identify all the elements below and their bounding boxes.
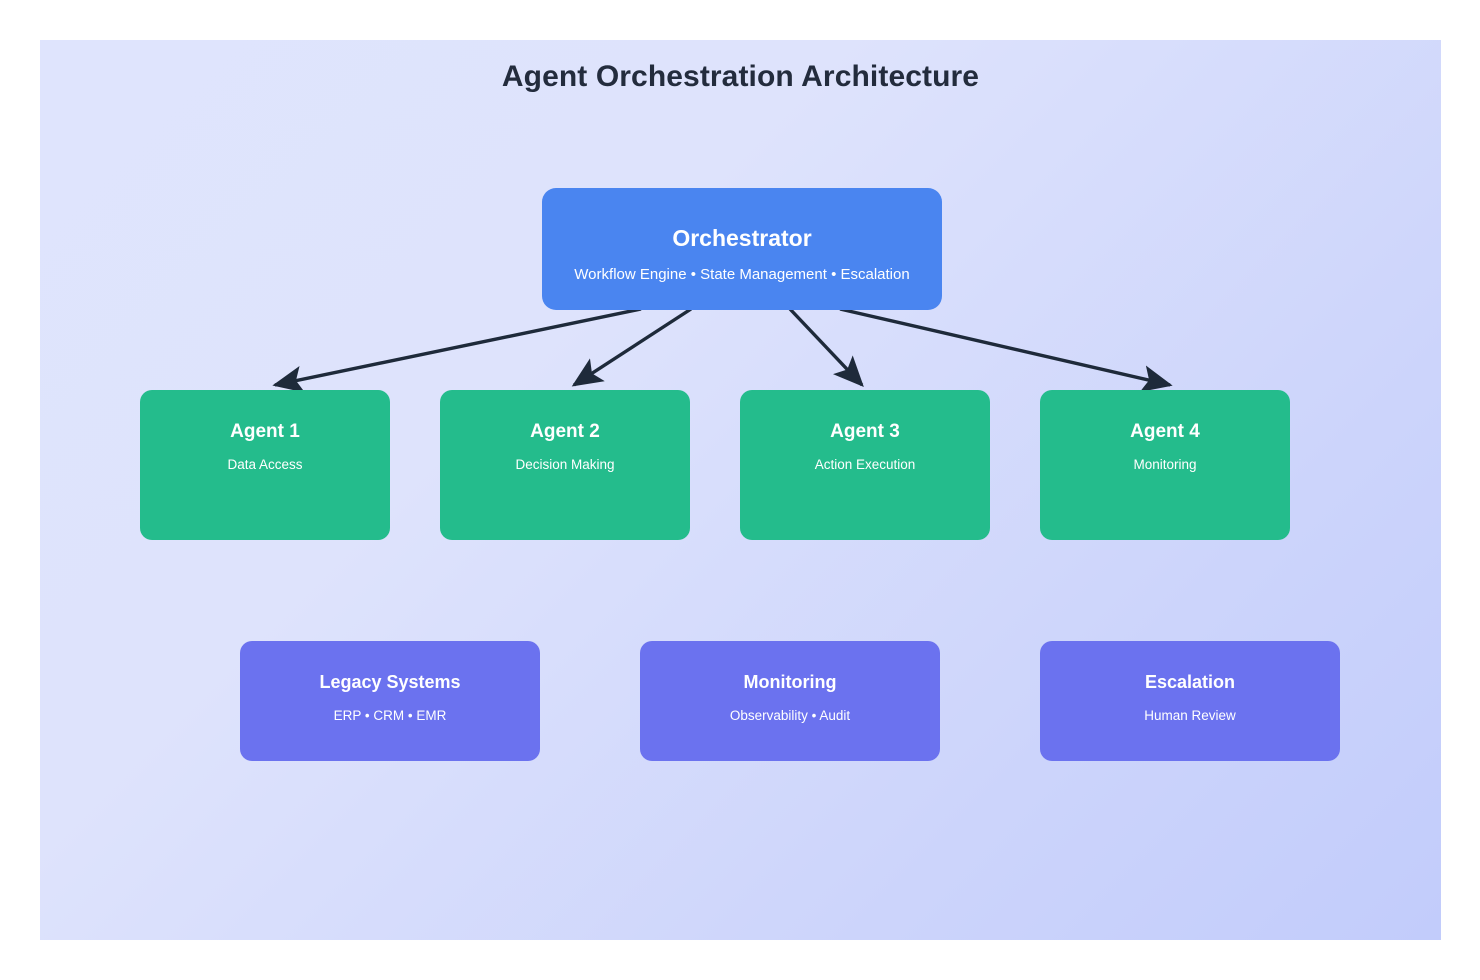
node-agent-2-subtitle: Decision Making <box>515 456 615 472</box>
node-legacy-systems-subtitle: ERP • CRM • EMR <box>333 707 447 723</box>
node-agent-1-subtitle: Data Access <box>227 456 303 472</box>
page-title: Agent Orchestration Architecture <box>501 60 980 93</box>
node-agent-3-subtitle: Action Execution <box>814 456 916 472</box>
node-agent-4-title: Agent 4 <box>1130 421 1200 442</box>
node-orchestrator[interactable]: Orchestrator Workflow Engine • State Man… <box>542 188 942 310</box>
node-monitoring-title: Monitoring <box>743 672 837 692</box>
node-agent-4-subtitle: Monitoring <box>1133 456 1197 472</box>
connector-orchestrator-agent-3 <box>788 307 864 387</box>
node-agent-1-title: Agent 1 <box>230 421 300 442</box>
node-monitoring-subtitle: Observability • Audit <box>729 707 851 723</box>
node-agent-3-title: Agent 3 <box>830 421 900 442</box>
node-agent-1[interactable]: Agent 1 Data Access <box>140 390 390 540</box>
node-escalation-title: Escalation <box>1144 672 1236 692</box>
node-escalation[interactable]: Escalation Human Review <box>1040 641 1340 761</box>
node-legacy-systems-title: Legacy Systems <box>319 672 461 692</box>
node-monitoring[interactable]: Monitoring Observability • Audit <box>640 641 940 761</box>
connector-orchestrator-agent-1 <box>272 307 642 393</box>
node-agent-2[interactable]: Agent 2 Decision Making <box>440 390 690 540</box>
connector-orchestrator-agent-2 <box>571 307 692 387</box>
connector-orchestrator-agent-4 <box>839 307 1173 392</box>
node-orchestrator-subtitle: Workflow Engine • State Management • Esc… <box>574 266 910 284</box>
node-escalation-subtitle: Human Review <box>1144 707 1236 723</box>
diagram-canvas: Agent Orchestration Architecture Orchest… <box>40 40 1441 940</box>
node-agent-3[interactable]: Agent 3 Action Execution <box>740 390 990 540</box>
node-legacy-systems[interactable]: Legacy Systems ERP • CRM • EMR <box>240 641 540 761</box>
node-agent-2-title: Agent 2 <box>530 421 600 442</box>
node-agent-4[interactable]: Agent 4 Monitoring <box>1040 390 1290 540</box>
node-orchestrator-title: Orchestrator <box>672 225 812 251</box>
